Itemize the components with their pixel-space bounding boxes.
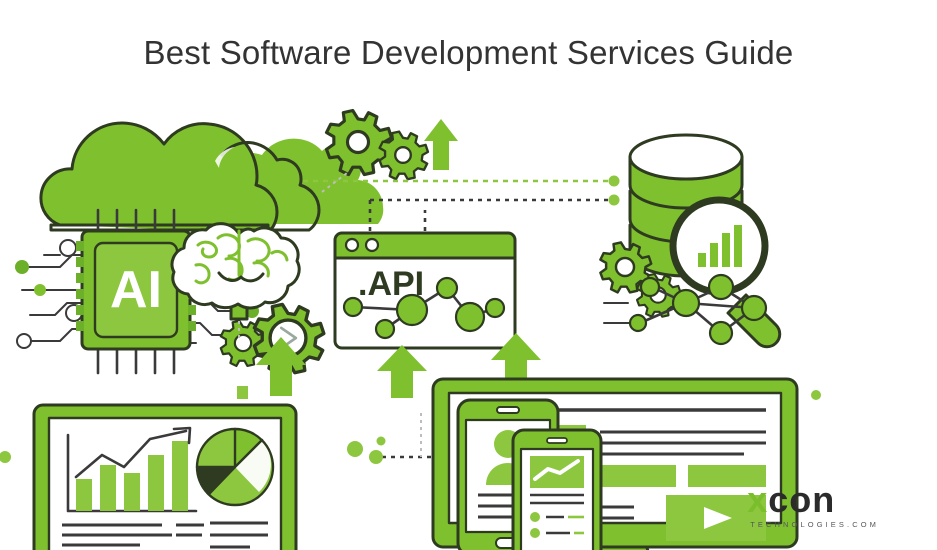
- brand-logo-wordmark: xcon: [747, 478, 879, 520]
- arrow-up-top-icon: [424, 119, 458, 170]
- laptop-dashboard-icon: [32, 386, 363, 550]
- brain-icon: [170, 222, 301, 321]
- brand-logo[interactable]: xcon TECHNOLOGIES.COM: [747, 478, 879, 529]
- brand-logo-con: con: [768, 478, 836, 520]
- arrow-up-left-icon: [256, 337, 306, 396]
- ai-chip-label: AI: [110, 261, 162, 319]
- monitor-video-block: [666, 495, 766, 541]
- monitor-block-b: [688, 465, 766, 487]
- arrow-up-right-icon: [491, 333, 541, 390]
- arrows-up-mid: [256, 333, 541, 398]
- monitor-text-lines-right: [600, 430, 766, 456]
- brand-logo-tagline: TECHNOLOGIES.COM: [750, 519, 879, 529]
- illustration: .g { fill:#7FC02E; } .gl { fill:#8DC73F;…: [0, 108, 821, 550]
- network-graph-right-icon: [603, 273, 768, 346]
- mini-bar-chart: [698, 225, 742, 267]
- laptop-text-lines: [62, 521, 268, 549]
- brand-logo-x: x: [747, 478, 769, 520]
- page-title: Best Software Development Services Guide: [143, 34, 794, 71]
- laptop-pie-chart: [195, 427, 275, 507]
- brain-folds: [194, 229, 289, 285]
- phone-checklist: [530, 512, 584, 538]
- phone-chart-block: [530, 456, 584, 488]
- accent-dots: [0, 390, 821, 463]
- magnifier-chart-icon: [669, 196, 782, 349]
- smartphone-chart-icon: [511, 428, 603, 550]
- gears-top-icon: [324, 108, 430, 181]
- laptop-bar-chart: [66, 426, 198, 513]
- api-network-graph: [342, 276, 506, 340]
- chip-pins: [96, 208, 176, 375]
- api-window-icon: .API: [333, 231, 517, 350]
- arrow-up-center-icon: [377, 345, 427, 398]
- connector-lines: [303, 172, 620, 244]
- monitor-block-a: [600, 465, 676, 487]
- cloud-icon: [39, 121, 384, 235]
- gears-right-icon: [599, 241, 682, 318]
- phone-text-lines: [530, 493, 584, 505]
